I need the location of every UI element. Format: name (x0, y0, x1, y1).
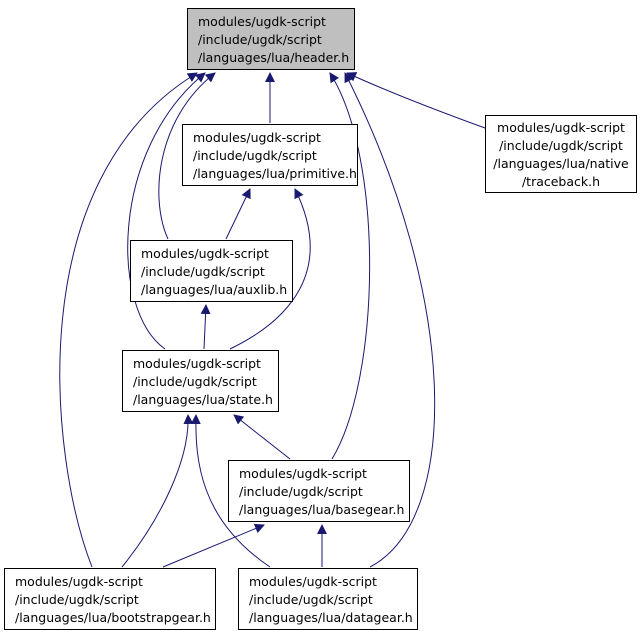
edge-state-to-primitive (229, 188, 311, 350)
edge-basegear-to-state (233, 414, 291, 460)
node-traceback-line-3: /languages/lua/native (493, 156, 629, 171)
node-traceback-line-4: /traceback.h (521, 174, 601, 189)
edge-auxlib-to-primitive (225, 188, 251, 240)
node-datagear-line-2: /include/ugdk/script (249, 592, 373, 607)
edge-state-to-header (127, 72, 206, 350)
node-datagear-line-1: modules/ugdk-script (249, 574, 377, 589)
node-header-line-2: /include/ugdk/script (198, 32, 322, 47)
node-basegear-line-1: modules/ugdk-script (239, 466, 367, 481)
node-bootstrapgear-line-3: /languages/lua/bootstrapgear.h (15, 610, 211, 625)
edge-basegear-to-header (329, 72, 371, 460)
edge-datagear-to-state (190, 414, 271, 568)
edge-bootstrapgear-to-header (59, 72, 198, 568)
node-primitive[interactable]: modules/ugdk-script /include/ugdk/script… (182, 124, 358, 186)
node-datagear[interactable]: modules/ugdk-script /include/ugdk/script… (238, 568, 418, 630)
edge-bootstrapgear-to-basegear (162, 523, 265, 568)
node-auxlib-line-2: /include/ugdk/script (141, 264, 265, 279)
node-header-line-3: /languages/lua/header.h (198, 50, 350, 65)
edge-auxlib-to-header (158, 72, 216, 240)
node-state-line-2: /include/ugdk/script (133, 374, 257, 389)
node-auxlib[interactable]: modules/ugdk-script /include/ugdk/script… (130, 240, 293, 302)
edge-state-to-auxlib (200, 304, 211, 350)
node-bootstrapgear[interactable]: modules/ugdk-script /include/ugdk/script… (4, 568, 216, 630)
node-state-line-1: modules/ugdk-script (133, 356, 261, 371)
node-primitive-line-1: modules/ugdk-script (193, 130, 321, 145)
node-state[interactable]: modules/ugdk-script /include/ugdk/script… (122, 350, 279, 412)
node-basegear-line-2: /include/ugdk/script (239, 484, 363, 499)
node-traceback-line-1: modules/ugdk-script (497, 120, 625, 135)
node-bootstrapgear-line-2: /include/ugdk/script (15, 592, 139, 607)
edge-traceback-to-header (346, 72, 486, 129)
node-basegear[interactable]: modules/ugdk-script /include/ugdk/script… (228, 460, 410, 522)
edge-datagear-to-header (344, 72, 436, 568)
node-primitive-line-2: /include/ugdk/script (193, 148, 317, 163)
node-traceback-line-2: /include/ugdk/script (499, 138, 623, 153)
node-datagear-line-3: /languages/lua/datagear.h (249, 610, 413, 625)
node-primitive-line-3: /languages/lua/primitive.h (193, 166, 357, 181)
node-header[interactable]: modules/ugdk-script /include/ugdk/script… (187, 8, 355, 70)
node-auxlib-line-3: /languages/lua/auxlib.h (141, 282, 288, 297)
node-auxlib-line-1: modules/ugdk-script (141, 246, 269, 261)
edge-bootstrapgear-to-state (121, 414, 194, 568)
node-traceback[interactable]: modules/ugdk-script /include/ugdk/script… (485, 115, 637, 193)
node-basegear-line-3: /languages/lua/basegear.h (239, 502, 405, 517)
node-bootstrapgear-line-1: modules/ugdk-script (15, 574, 143, 589)
node-header-line-1: modules/ugdk-script (198, 14, 326, 29)
node-state-line-3: /languages/lua/state.h (133, 392, 273, 407)
